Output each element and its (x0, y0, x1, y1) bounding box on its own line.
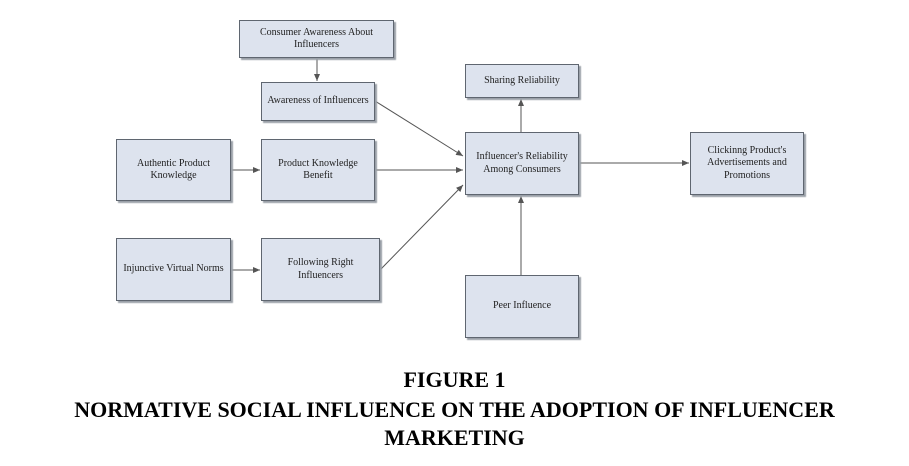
node-authentic-product-knowledge: Authentic Product Knowledge (116, 139, 231, 201)
figure-title-line-2: MARKETING (384, 425, 525, 450)
node-clicking-product-advertisements: Clickinng Product's Advertisements and P… (690, 132, 804, 195)
node-injunctive-virtual-norms: Injunctive Virtual Norms (116, 238, 231, 301)
node-label: Sharing Reliability (484, 74, 560, 86)
node-label: Consumer Awareness About Influencers (260, 26, 373, 51)
node-peer-influence: Peer Influence (465, 275, 579, 338)
node-label: Product Knowledge Benefit (278, 157, 358, 182)
node-label: Injunctive Virtual Norms (123, 263, 224, 275)
node-label: Influencer's Reliability Among Consumers (476, 151, 568, 175)
node-label: Following Right Influencers (287, 257, 354, 281)
node-label: Clickinng Product's Advertisements and P… (707, 144, 787, 181)
node-influencers-reliability-among-consumers: Influencer's Reliability Among Consumers (465, 132, 579, 195)
arrow-following-right-to-influencer-reliability (379, 184, 464, 271)
arrow-awareness-influencers-to-influencer-reliability (374, 100, 464, 157)
node-product-knowledge-benefit: Product Knowledge Benefit (261, 139, 375, 201)
node-following-right-influencers: Following Right Influencers (261, 238, 380, 301)
node-sharing-reliability: Sharing Reliability (465, 64, 579, 98)
flow-diagram-arrows (231, 58, 689, 275)
node-consumer-awareness-about-influencers: Consumer Awareness About Influencers (239, 20, 394, 58)
node-awareness-of-influencers: Awareness of Influencers (261, 82, 375, 121)
figure-title-line-1: NORMATIVE SOCIAL INFLUENCE ON THE ADOPTI… (74, 397, 835, 422)
figure-number: FIGURE 1 (403, 367, 506, 392)
node-label: Peer Influence (492, 300, 552, 312)
node-label: Authentic Product Knowledge (136, 157, 211, 182)
node-label: Awareness of Influencers (267, 95, 369, 107)
